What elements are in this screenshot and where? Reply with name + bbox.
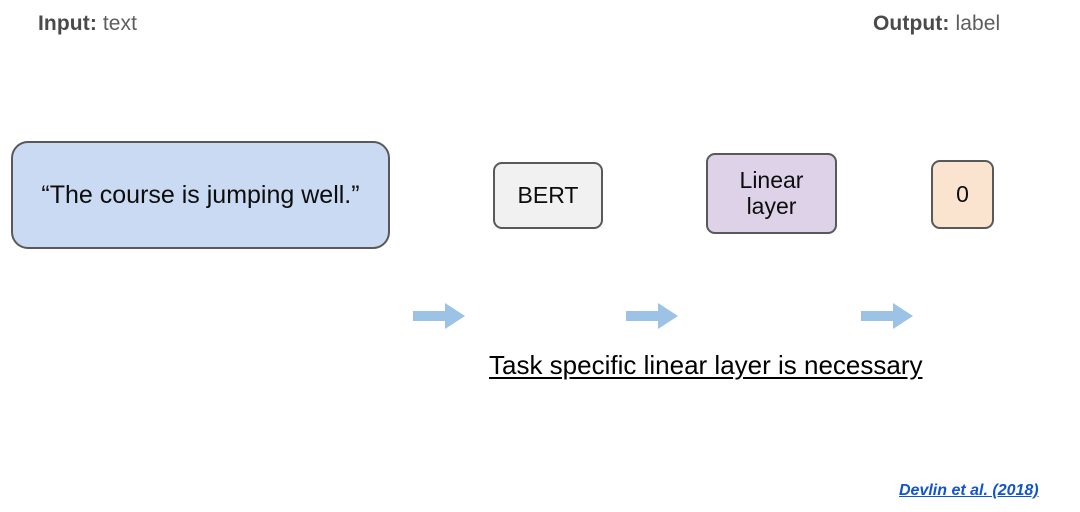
output-annotation: Output: label bbox=[873, 12, 1000, 36]
output-annotation-key: Output bbox=[873, 12, 943, 35]
node-output-label-value: 0 bbox=[956, 180, 969, 207]
caption-text: Task specific linear layer is necessary bbox=[489, 350, 923, 380]
output-annotation-value: label bbox=[955, 12, 1001, 35]
pipeline-diagram: “The course is jumping well.” BERT Linea… bbox=[0, 120, 1080, 329]
node-linear-layer-label-line1: Linear bbox=[739, 166, 804, 193]
input-annotation-key: Input bbox=[38, 12, 90, 35]
input-annotation-value: text bbox=[102, 12, 138, 35]
node-linear-layer: Linear layer bbox=[706, 153, 837, 234]
node-bert: BERT bbox=[493, 162, 603, 229]
arrow-bert-to-linear-icon bbox=[626, 301, 678, 331]
node-bert-label: BERT bbox=[517, 181, 579, 208]
node-input-sentence-label: “The course is jumping well.” bbox=[41, 181, 360, 209]
input-annotation: Input: text bbox=[38, 12, 137, 36]
arrow-linear-to-output-icon bbox=[861, 301, 913, 331]
node-linear-layer-label: Linear layer bbox=[739, 166, 804, 220]
arrow-input-to-bert-icon bbox=[413, 301, 465, 331]
output-annotation-separator: : bbox=[942, 12, 956, 35]
node-linear-layer-label-line2: layer bbox=[746, 192, 797, 219]
input-annotation-separator: : bbox=[89, 12, 103, 35]
node-input-sentence: “The course is jumping well.” bbox=[11, 141, 390, 249]
citation-link[interactable]: Devlin et al. (2018) bbox=[899, 482, 1039, 499]
node-output-label: 0 bbox=[931, 160, 994, 229]
